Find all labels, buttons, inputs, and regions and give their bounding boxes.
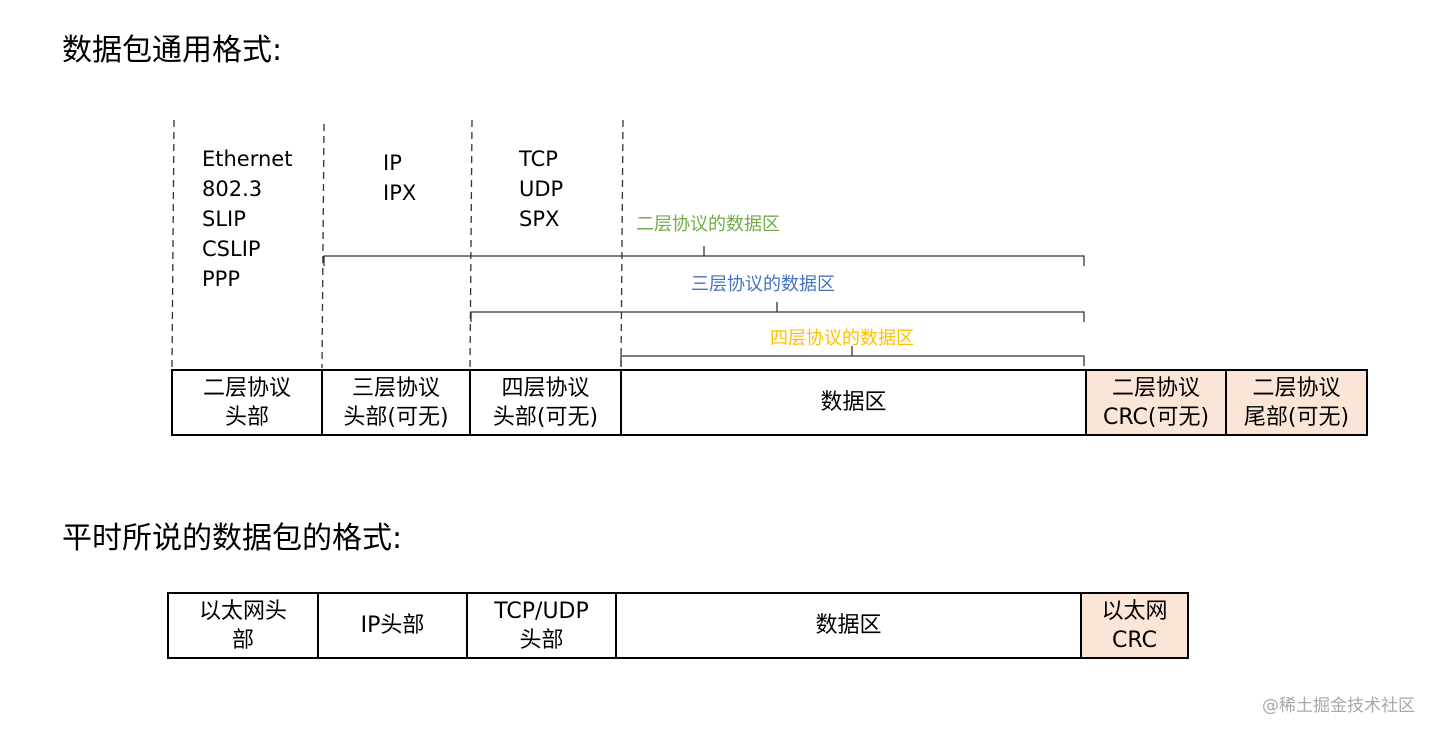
field-text: 二层协议	[1111, 375, 1200, 401]
packet-field-ip-header: IP头部	[317, 592, 468, 659]
bracket-layer3	[470, 302, 1085, 322]
protocol-list-layer2: Ethernet 802.3 SLIP CSLIP PPP	[202, 144, 292, 294]
packet-field-l2-trailer: 二层协议尾部(可无)	[1225, 369, 1368, 436]
bracket-label-layer3: 三层协议的数据区	[691, 274, 835, 295]
protocol-name: TCP	[519, 147, 558, 171]
field-text: 二层协议	[202, 375, 291, 401]
field-text: CRC(可无)	[1102, 404, 1210, 430]
field-text: 头部	[224, 404, 269, 430]
field-text: 四层协议	[501, 375, 590, 401]
bracket-layer4	[620, 346, 1085, 366]
protocol-name: SPX	[519, 207, 560, 231]
bracket-label-layer2: 二层协议的数据区	[636, 214, 780, 235]
packet-field-l2-crc: 二层协议 CRC(可无)	[1085, 369, 1227, 436]
field-text: IP头部	[360, 613, 425, 638]
packet-field-l4-header: 四层协议头部(可无)	[469, 369, 622, 436]
protocol-list-layer3: IP IPX	[383, 148, 416, 208]
field-text: 以太网头	[198, 598, 287, 624]
packet-field-l3-header: 三层协议头部(可无)	[321, 369, 471, 436]
field-text: 以太网	[1101, 598, 1168, 624]
bracket-label-layer4: 四层协议的数据区	[770, 328, 914, 349]
field-text: TCP/UDP	[494, 598, 589, 624]
protocol-name: PPP	[202, 267, 240, 291]
protocol-name: IP	[383, 151, 402, 175]
packet-field-ethernet-crc: 以太网 CRC	[1080, 592, 1189, 659]
packet-field-data: 数据区	[615, 592, 1082, 659]
field-text: 尾部(可无)	[1243, 404, 1350, 430]
packet-field-ethernet-header: 以太网头部	[167, 592, 319, 659]
field-text: 三层协议	[351, 375, 440, 401]
common-format-title: 平时所说的数据包的格式:	[62, 521, 403, 556]
packet-field-tcpudp-header: TCP/UDP 头部	[466, 592, 617, 659]
protocol-name: Ethernet	[202, 147, 293, 171]
protocol-list-layer4: TCP UDP SPX	[519, 144, 563, 234]
packet-field-data: 数据区	[620, 369, 1087, 436]
field-text: 头部(可无)	[343, 404, 449, 430]
field-text: 数据区	[820, 390, 887, 415]
field-text: 二层协议	[1252, 375, 1341, 401]
watermark: @稀土掘金技术社区	[1262, 696, 1415, 716]
dashed-guide-1	[171, 119, 175, 369]
generic-format-title: 数据包通用格式:	[62, 33, 283, 68]
field-text: 头部	[519, 627, 564, 653]
field-text: 部	[231, 627, 254, 653]
field-text: CRC	[1112, 627, 1157, 653]
protocol-name: SLIP	[202, 207, 246, 231]
bracket-layer2	[323, 246, 1085, 266]
protocol-name: 802.3	[202, 177, 263, 201]
dashed-guide-4	[620, 119, 624, 369]
protocol-name: UDP	[519, 177, 564, 201]
dashed-guide-2	[321, 123, 325, 369]
field-text: 数据区	[815, 613, 882, 638]
field-text: 头部(可无)	[492, 404, 599, 430]
dashed-guide-3	[469, 119, 473, 369]
packet-field-l2-header: 二层协议头部	[171, 369, 323, 436]
protocol-name: IPX	[383, 181, 417, 205]
protocol-name: CSLIP	[202, 237, 261, 261]
